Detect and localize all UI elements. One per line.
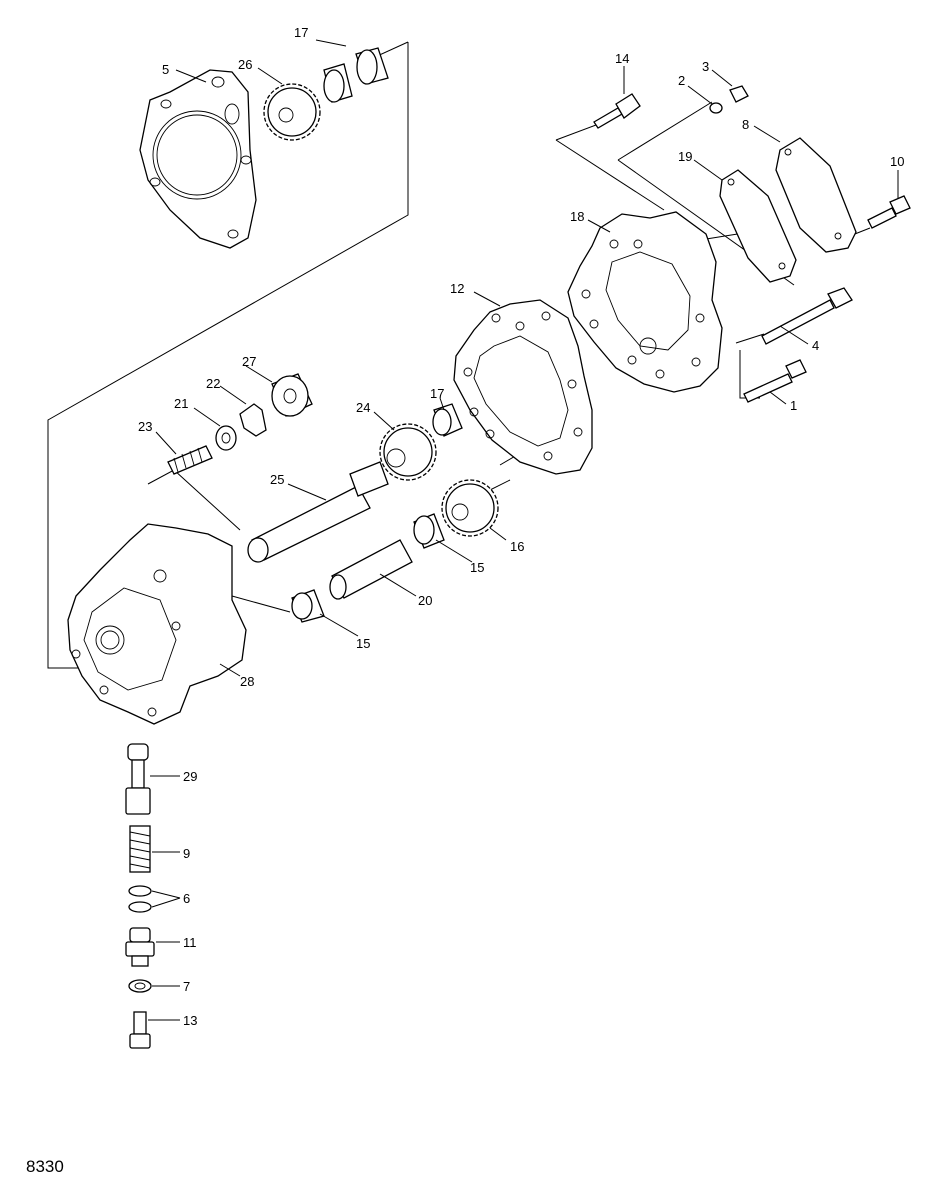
part-17-bushing-mid [432, 403, 463, 437]
callout-19: 19 [678, 149, 692, 164]
callout-14: 14 [615, 51, 629, 66]
callout-25: 25 [270, 472, 284, 487]
callout-labels: 17 5 26 14 2 3 8 19 10 18 12 4 1 27 22 2… [138, 25, 904, 1028]
leader-lines [148, 39, 899, 1021]
callout-9: 9 [183, 846, 190, 861]
part-10-bolt [867, 195, 911, 229]
figure-id: 8330 [26, 1157, 64, 1176]
part-22-washer [239, 403, 267, 437]
part-21-washer [215, 425, 237, 451]
part-20-shaft [329, 539, 413, 600]
part-17-bushings-top [323, 47, 389, 103]
part-19-gasket [719, 169, 797, 283]
callout-13: 13 [183, 1013, 197, 1028]
callout-10: 10 [890, 154, 904, 169]
callout-3: 3 [702, 59, 709, 74]
callout-26: 26 [238, 57, 252, 72]
callout-18: 18 [570, 209, 584, 224]
callout-20: 20 [418, 593, 432, 608]
callout-7: 7 [183, 979, 190, 994]
callout-17-mid: 17 [430, 386, 444, 401]
callout-12: 12 [450, 281, 464, 296]
callout-5: 5 [162, 62, 169, 77]
callout-6: 6 [183, 891, 190, 906]
callout-1: 1 [790, 398, 797, 413]
callout-15-right: 15 [470, 560, 484, 575]
part-23-spring [167, 445, 213, 475]
part-16-gear [441, 479, 499, 537]
part-9-spring [129, 825, 151, 873]
part-25-drive-shaft [247, 461, 389, 563]
callout-4: 4 [812, 338, 819, 353]
callout-15-left: 15 [356, 636, 370, 651]
callout-16: 16 [510, 539, 524, 554]
part-2-ring [709, 102, 723, 114]
part-26-gear [263, 83, 321, 141]
part-14-bolt [593, 93, 641, 129]
callout-23: 23 [138, 419, 152, 434]
callout-11: 11 [183, 935, 197, 950]
callout-21: 21 [174, 396, 188, 411]
part-15-bushing-right [413, 513, 445, 549]
part-12-gasket [453, 299, 593, 475]
callout-24: 24 [356, 400, 370, 415]
part-13-bolt [129, 1011, 151, 1049]
part-1-bolt [743, 359, 807, 403]
part-27-bearing [271, 373, 313, 417]
callout-2: 2 [678, 73, 685, 88]
callout-27: 27 [242, 354, 256, 369]
callout-17-top: 17 [294, 25, 308, 40]
callout-22: 22 [206, 376, 220, 391]
part-15-bushing-left [291, 589, 325, 623]
callout-29: 29 [183, 769, 197, 784]
part-28-pump-body [67, 523, 247, 725]
part-6-o-rings [128, 885, 152, 913]
part-8-plate [775, 137, 857, 253]
part-5-gasket [139, 69, 257, 249]
part-29-valve [125, 743, 151, 815]
part-11-plug [125, 927, 155, 967]
callout-8: 8 [742, 117, 749, 132]
part-18-cover-body [567, 211, 723, 393]
part-4-long-bolt [761, 287, 853, 345]
callout-28: 28 [240, 674, 254, 689]
part-3-plug [729, 85, 749, 103]
part-24-gear [379, 423, 437, 481]
part-7-washer [128, 979, 152, 993]
